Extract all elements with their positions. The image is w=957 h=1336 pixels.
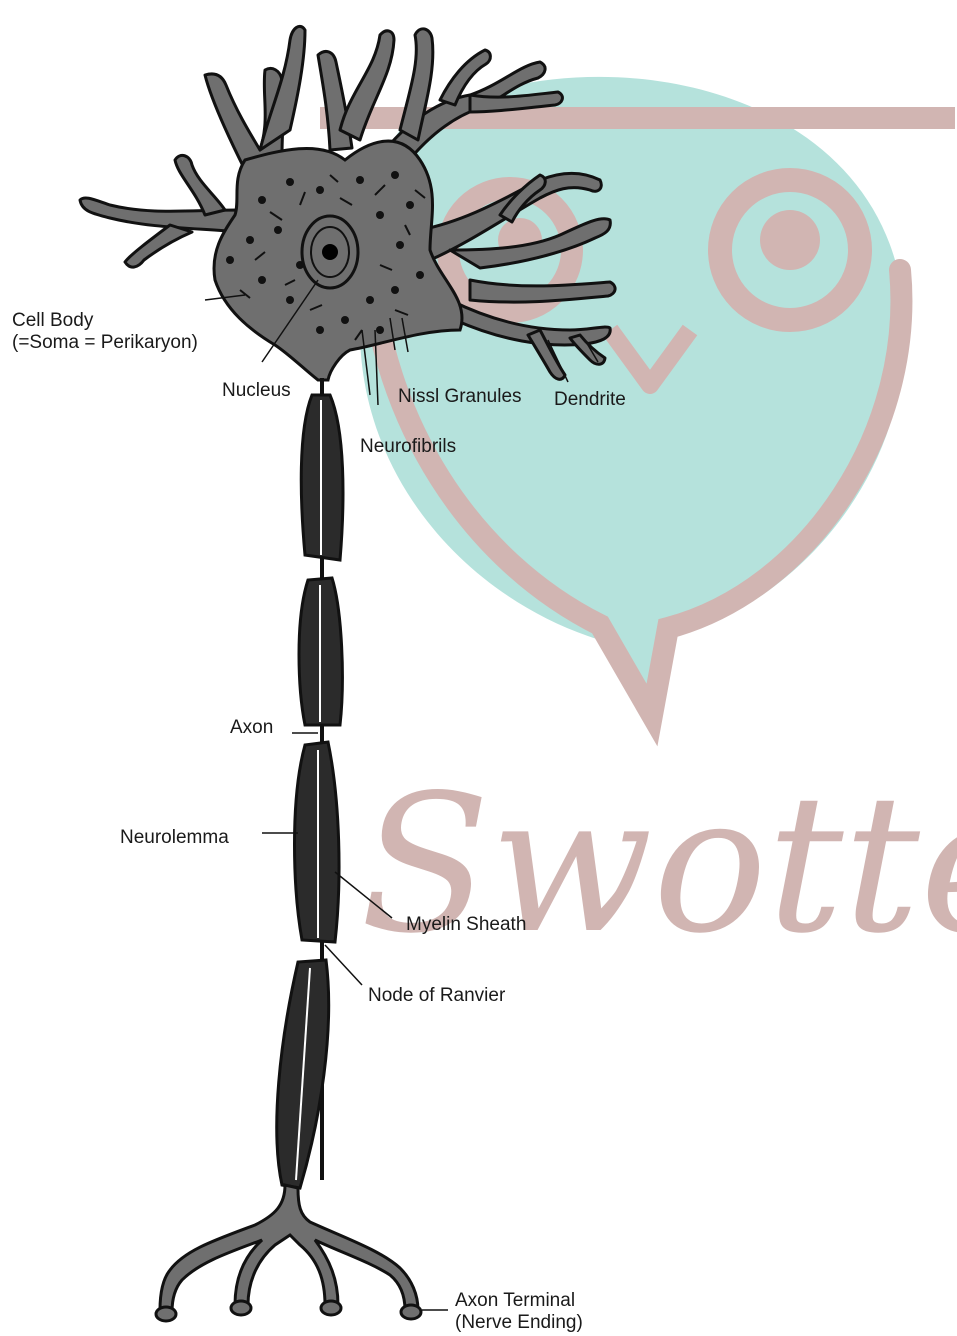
label-cell-body: Cell Body (=Soma = Perikaryon) xyxy=(12,310,198,354)
label-dendrite: Dendrite xyxy=(554,389,626,411)
nucleus xyxy=(302,216,358,288)
label-node-of-ranvier: Node of Ranvier xyxy=(368,985,505,1007)
label-neurofibrils: Neurofibrils xyxy=(360,436,456,458)
label-cell-body-line1: Cell Body xyxy=(12,310,198,332)
label-myelin-sheath: Myelin Sheath xyxy=(406,914,526,936)
label-nissl-granules: Nissl Granules xyxy=(398,386,522,408)
watermark-right-pupil xyxy=(760,210,820,270)
watermark-brand-text: Swotters xyxy=(360,754,957,975)
label-axon-terminal-line1: Axon Terminal xyxy=(455,1290,583,1312)
leader-node xyxy=(325,945,362,985)
axon-terminal xyxy=(156,1185,421,1321)
label-neurolemma: Neurolemma xyxy=(120,827,229,849)
label-axon-terminal-line2: (Nerve Ending) xyxy=(455,1312,583,1334)
label-axon: Axon xyxy=(230,717,273,739)
myelin-segments xyxy=(277,395,343,1188)
label-nucleus: Nucleus xyxy=(222,380,291,402)
label-axon-terminal: Axon Terminal (Nerve Ending) xyxy=(455,1290,583,1334)
label-cell-body-line2: (=Soma = Perikaryon) xyxy=(12,332,198,354)
